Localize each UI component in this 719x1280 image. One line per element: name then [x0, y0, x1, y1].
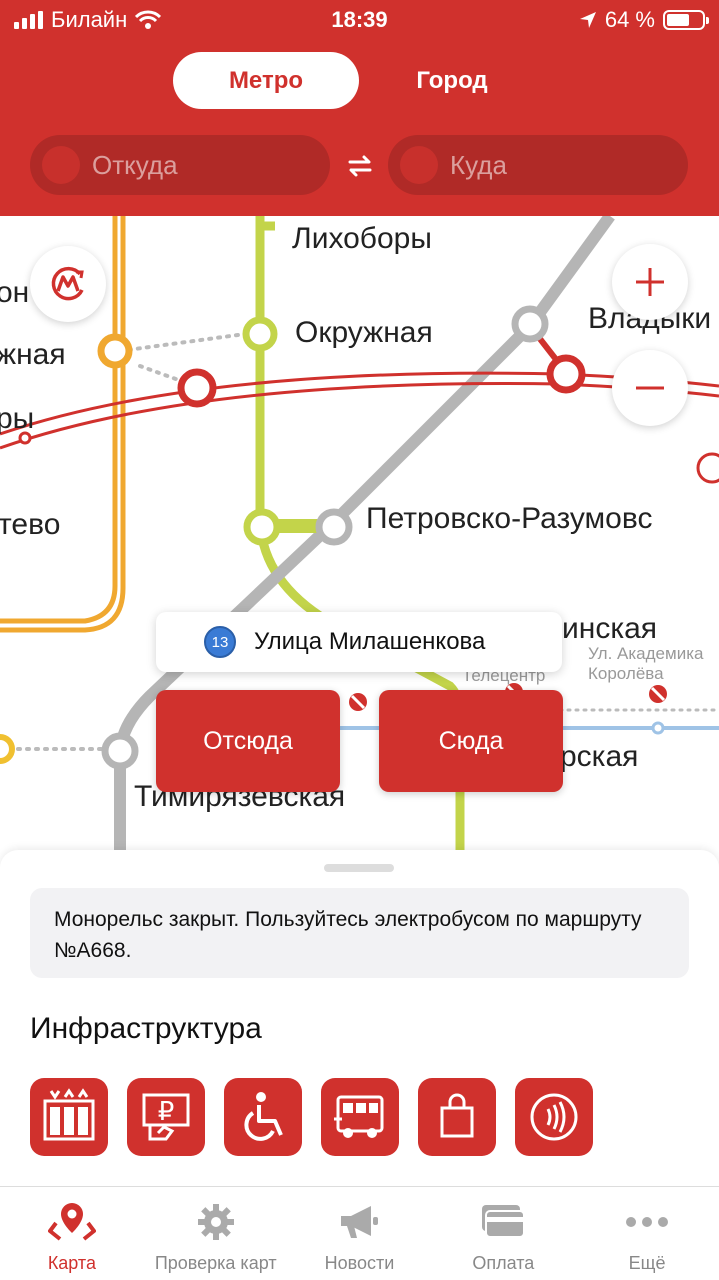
- tab-metro[interactable]: Метро: [173, 52, 359, 109]
- station-popup: 13 Улица Милашенкова: [156, 612, 562, 672]
- battery-icon: [663, 10, 709, 30]
- tab-more-label: Ещё: [628, 1253, 666, 1273]
- tab-city[interactable]: Город: [416, 66, 488, 94]
- carrier-name: Билайн: [51, 7, 128, 32]
- station-likhobory[interactable]: Лихоборы: [292, 222, 432, 255]
- station-partial-4[interactable]: тево: [0, 508, 61, 541]
- from-placeholder: Откуда: [92, 149, 178, 180]
- megaphone-icon: [341, 1206, 379, 1238]
- plus-icon: [636, 268, 664, 296]
- bus-icon: [334, 1095, 384, 1138]
- station-akademika-koroleva[interactable]: Ул. Академика Королёва: [588, 644, 703, 684]
- ground-transport-button[interactable]: [321, 1078, 399, 1156]
- contactless-button[interactable]: [515, 1078, 593, 1156]
- ticket-machine-button[interactable]: ₽: [127, 1078, 205, 1156]
- status-bar: Билайн 18:39 64 %: [0, 0, 719, 40]
- tab-payment[interactable]: Оплата: [431, 1187, 575, 1280]
- metro-locate-icon: [51, 266, 84, 301]
- zoom-out-button[interactable]: [612, 350, 688, 426]
- route-from-here-button[interactable]: Отсюда: [156, 690, 340, 792]
- tab-more[interactable]: Ещё: [575, 1187, 719, 1280]
- tab-map[interactable]: Карта: [0, 1187, 144, 1280]
- wifi-icon: [135, 10, 162, 29]
- swap-route-button[interactable]: [342, 148, 378, 184]
- station-partial-2[interactable]: жная: [0, 338, 66, 371]
- to-station-dot: [400, 146, 438, 184]
- station-partial-rskaya[interactable]: рская: [560, 740, 639, 773]
- clock: 18:39: [331, 7, 388, 32]
- line-number-badge: 13: [204, 626, 236, 658]
- station-partial-3[interactable]: ры: [0, 402, 35, 435]
- to-placeholder: Куда: [450, 149, 507, 180]
- wheelchair-icon: [244, 1092, 283, 1141]
- escalator-icon: [43, 1088, 95, 1141]
- shops-button[interactable]: [418, 1078, 496, 1156]
- tab-card-check-label: Проверка карт: [154, 1253, 277, 1273]
- station-okruzhnaya[interactable]: Окружная: [295, 316, 433, 349]
- shopping-bag-icon: [440, 1093, 474, 1138]
- from-station-dot: [42, 146, 80, 184]
- card-icon: [482, 1205, 526, 1238]
- svg-text:₽: ₽: [158, 1097, 175, 1127]
- accessibility-button[interactable]: [224, 1078, 302, 1156]
- escalator-button[interactable]: [30, 1078, 108, 1156]
- more-icon: [626, 1217, 669, 1227]
- bottom-sheet: Монорельс закрыт. Пользуйтесь электробус…: [0, 850, 719, 1186]
- service-notice: Монорельс закрыт. Пользуйтесь электробус…: [30, 888, 689, 978]
- contactless-icon: [530, 1093, 578, 1141]
- location-arrow-icon: [579, 12, 596, 28]
- station-partial-1[interactable]: он: [0, 276, 30, 309]
- swap-arrows-icon: [348, 155, 372, 177]
- to-field[interactable]: Куда: [388, 135, 688, 195]
- gear-icon: [197, 1204, 234, 1240]
- popup-station-name: Улица Милашенкова: [254, 628, 486, 655]
- signal-icon: [14, 11, 43, 29]
- header: Билайн 18:39 64 % Метро Город Откуда: [0, 0, 719, 216]
- infrastructure-list: ₽: [30, 1078, 593, 1156]
- sheet-grabber[interactable]: [324, 864, 394, 872]
- transport-mode-switch: Метро Город: [173, 52, 545, 109]
- station-partial-inskaya[interactable]: инская: [562, 612, 658, 645]
- battery-percent: 64 %: [604, 7, 655, 32]
- metro-map[interactable]: Лихоборы Окружная Владыки Петровско-Разу…: [0, 216, 719, 856]
- zoom-in-button[interactable]: [612, 244, 688, 320]
- station-petrovsko-razumovskaya[interactable]: Петровско-Разумовс: [366, 502, 653, 535]
- station-akademika-line2: Королёва: [588, 664, 664, 683]
- tab-map-label: Карта: [47, 1253, 96, 1273]
- tab-news-label: Новости: [324, 1253, 395, 1273]
- nearest-metro-button[interactable]: [30, 246, 106, 322]
- tab-bar: Карта Проверка карт Нов: [0, 1186, 719, 1280]
- tab-payment-label: Оплата: [472, 1253, 535, 1273]
- tab-card-check[interactable]: Проверка карт: [144, 1187, 288, 1280]
- infrastructure-title: Инфраструктура: [30, 1012, 262, 1045]
- minus-icon: [636, 386, 664, 390]
- station-akademika-line1: Ул. Академика: [588, 644, 704, 663]
- tab-news[interactable]: Новости: [288, 1187, 432, 1280]
- from-field[interactable]: Откуда: [30, 135, 330, 195]
- ticket-machine-icon: ₽: [142, 1093, 190, 1141]
- map-pin-icon: [47, 1203, 96, 1241]
- route-to-here-button[interactable]: Сюда: [379, 690, 563, 792]
